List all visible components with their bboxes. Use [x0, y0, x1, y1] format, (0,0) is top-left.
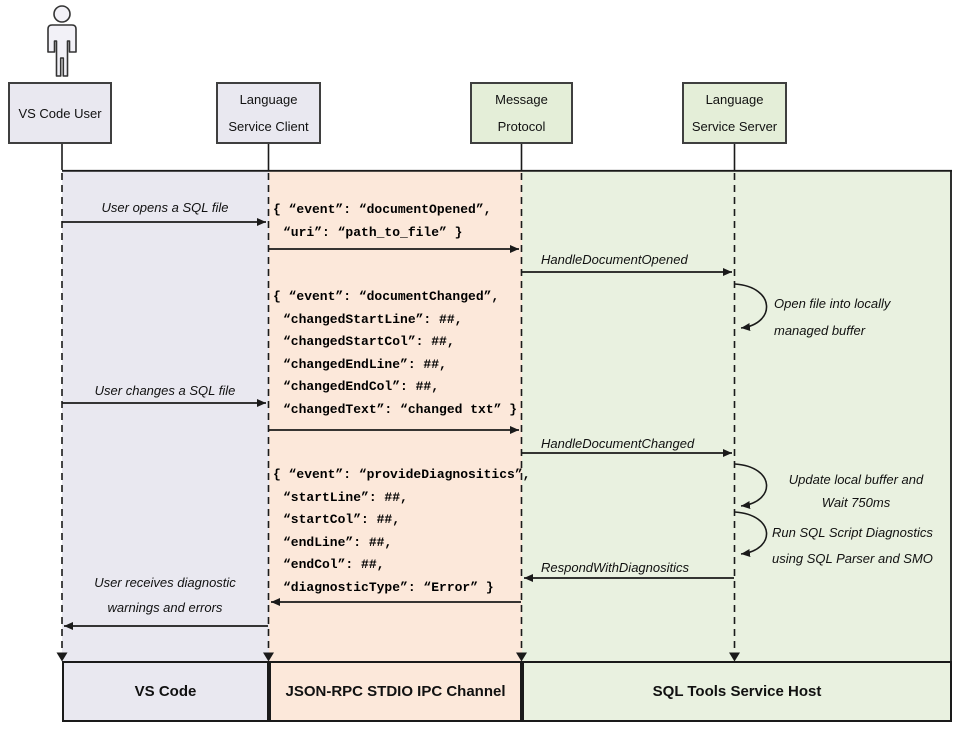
actor-connectors: [61, 144, 736, 170]
message-label-user-receives: User receives diagnostic warnings and er…: [62, 570, 268, 620]
note-line1: Run SQL Script Diagnostics: [772, 525, 933, 540]
payload-line: { “event”: “documentChanged”,: [273, 289, 500, 304]
message-label-handle-document-changed: HandleDocumentChanged: [541, 436, 695, 451]
payload-line: “changedText”: “changed txt” }: [283, 401, 518, 417]
lane-box-sql-tools-service-host: SQL Tools Service Host: [522, 661, 952, 722]
note-line2: using SQL Parser and SMO: [772, 551, 933, 566]
payload-line: { “event”: “provideDiagnositics”,: [273, 467, 531, 482]
payload-line: “startLine”: ##,: [283, 489, 408, 505]
actor-label-line2: Service Server: [691, 119, 778, 134]
label-line1: User receives diagnostic: [94, 575, 236, 590]
note-open-file: Open file into locally managed buffer: [774, 290, 890, 344]
payload-line: “changedEndCol”: ##,: [283, 379, 440, 394]
lane-label: SQL Tools Service Host: [652, 683, 822, 700]
payload-line: “endLine”: ##,: [283, 534, 393, 550]
payload-line: “diagnosticType”: “Error” }: [283, 579, 494, 595]
lane-box-json-rpc-channel: JSON-RPC STDIO IPC Channel: [269, 661, 522, 722]
message-label-user-opens: User opens a SQL file: [101, 200, 229, 215]
actor-box-message-protocol: Message Protocol: [470, 82, 573, 144]
actor-label-line1: Language: [239, 92, 298, 107]
payload-document-opened: { “event”: “documentOpened”, “uri”: “pat…: [273, 198, 491, 244]
actor-box-language-service-client: Language Service Client: [216, 82, 321, 144]
lane-label: VS Code: [134, 683, 197, 700]
actor-label-line2: Service Client: [228, 119, 309, 134]
payload-line: “uri”: “path_to_file” }: [283, 225, 463, 240]
person-icon: [47, 5, 77, 77]
band-vs-code: [62, 170, 269, 661]
actor-label-line1: Message: [495, 92, 548, 107]
note-line2: Wait 750ms: [821, 495, 891, 510]
message-label-handle-document-opened: HandleDocumentOpened: [541, 252, 688, 267]
lane-label: JSON-RPC STDIO IPC Channel: [285, 683, 506, 700]
payload-provide-diagnostics: { “event”: “provideDiagnositics”, “start…: [273, 464, 530, 599]
payload-line: “startCol”: ##,: [283, 512, 401, 527]
note-run-diagnostics: Run SQL Script Diagnostics using SQL Par…: [772, 520, 933, 572]
actor-box-vs-code-user: VS Code User: [8, 82, 112, 144]
label-line2: warnings and errors: [107, 600, 223, 615]
actor-label: VS Code User: [18, 105, 102, 121]
actor-box-language-service-server: Language Service Server: [682, 82, 787, 144]
note-update-buffer: Update local buffer and Wait 750ms: [770, 468, 942, 514]
message-label-respond-with-diagnostics: RespondWithDiagnositics: [541, 560, 690, 575]
note-line2: managed buffer: [774, 323, 866, 338]
lane-box-vs-code: VS Code: [62, 661, 269, 722]
note-line1: Update local buffer and: [788, 472, 924, 487]
band-ipc-channel: [269, 170, 522, 661]
actor-label-line1: Language: [705, 92, 764, 107]
band-service-host: [522, 170, 952, 661]
payload-line: “endCol”: ##,: [283, 557, 385, 572]
payload-line: “changedStartCol”: ##,: [283, 334, 455, 349]
payload-document-changed: { “event”: “documentChanged”, “changedSt…: [273, 286, 517, 421]
note-line1: Open file into locally: [774, 296, 891, 311]
payload-line: “changedStartLine”: ##,: [283, 311, 463, 327]
message-label-user-changes: User changes a SQL file: [94, 383, 236, 398]
actor-label-line2: Protocol: [497, 119, 546, 134]
payload-line: “changedEndLine”: ##,: [283, 356, 447, 372]
payload-line: { “event”: “documentOpened”,: [273, 202, 492, 217]
